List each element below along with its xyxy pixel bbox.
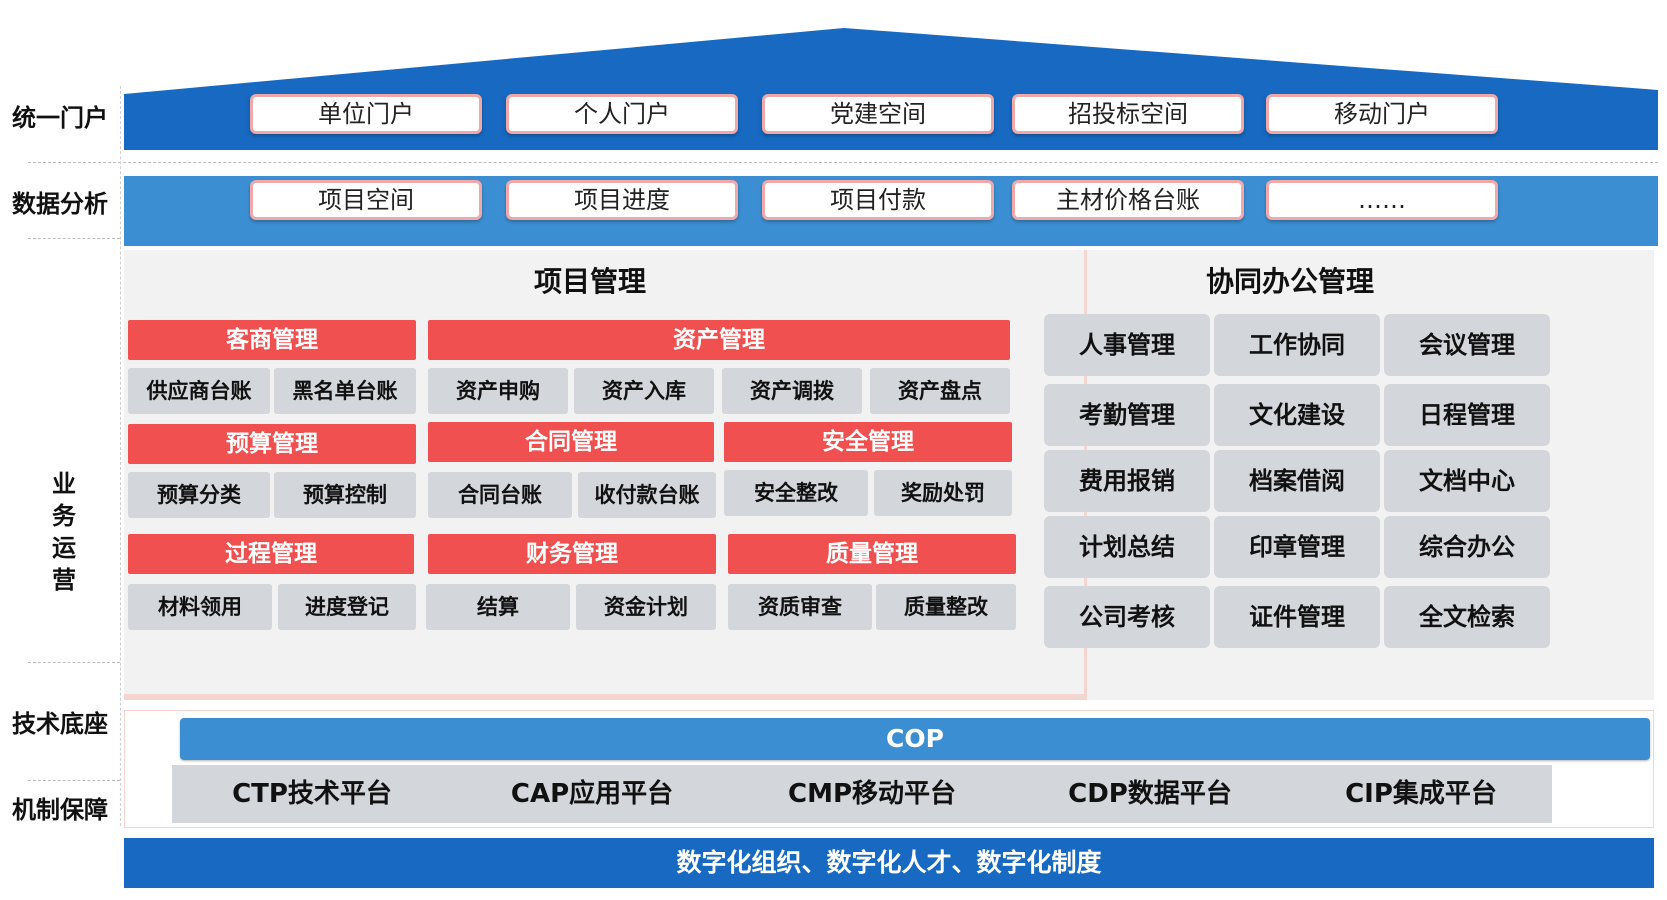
module-item[interactable]: 进度登记 (278, 584, 416, 630)
analysis-item[interactable]: 项目进度 (506, 180, 738, 220)
portal-item[interactable]: 招投标空间 (1012, 94, 1244, 134)
module-item[interactable]: 资产入库 (574, 368, 714, 414)
separator (28, 780, 120, 781)
cop-bar[interactable]: COP (180, 718, 1650, 760)
analysis-item[interactable]: 项目空间 (250, 180, 482, 220)
collab-item[interactable]: 全文检索 (1384, 586, 1550, 648)
module-item[interactable]: 合同台账 (428, 472, 572, 518)
collab-item[interactable]: 综合办公 (1384, 516, 1550, 578)
module-item[interactable]: 收付款台账 (578, 472, 716, 518)
collab-item[interactable]: 人事管理 (1044, 314, 1210, 376)
collab-item[interactable]: 会议管理 (1384, 314, 1550, 376)
analysis-item[interactable]: 主材价格台账 (1012, 180, 1244, 220)
business-bottom-edge (124, 694, 1084, 700)
platform-cap[interactable]: CAP应用平台 (452, 765, 732, 823)
platform-ctp[interactable]: CTP技术平台 (172, 765, 452, 823)
category-budget[interactable]: 预算管理 (128, 424, 416, 464)
separator (28, 662, 120, 663)
category-finance[interactable]: 财务管理 (428, 534, 716, 574)
row-label-tech: 技术底座 (12, 710, 108, 738)
category-process[interactable]: 过程管理 (128, 534, 414, 574)
category-quality[interactable]: 质量管理 (728, 534, 1016, 574)
portal-item[interactable]: 单位门户 (250, 94, 482, 134)
row-label-mechanism: 机制保障 (12, 796, 108, 824)
category-customer[interactable]: 客商管理 (128, 320, 416, 360)
separator (120, 86, 121, 826)
category-safety[interactable]: 安全管理 (724, 422, 1012, 462)
module-item[interactable]: 供应商台账 (128, 368, 270, 414)
module-item[interactable]: 质量整改 (876, 584, 1016, 630)
collab-item[interactable]: 档案借阅 (1214, 450, 1380, 512)
module-item[interactable]: 奖励处罚 (874, 470, 1012, 516)
portal-item[interactable]: 移动门户 (1266, 94, 1498, 134)
category-contract[interactable]: 合同管理 (428, 422, 714, 462)
separator (28, 162, 1658, 163)
platform-cdp[interactable]: CDP数据平台 (1010, 765, 1290, 823)
analysis-item[interactable]: …… (1266, 180, 1498, 220)
collab-item[interactable]: 证件管理 (1214, 586, 1380, 648)
module-item[interactable]: 结算 (426, 584, 570, 630)
collab-item[interactable]: 计划总结 (1044, 516, 1210, 578)
platform-cip[interactable]: CIP集成平台 (1290, 765, 1552, 823)
portal-item[interactable]: 个人门户 (506, 94, 738, 134)
collab-item[interactable]: 文化建设 (1214, 384, 1380, 446)
platform-cmp[interactable]: CMP移动平台 (732, 765, 1012, 823)
module-item[interactable]: 资产申购 (428, 368, 568, 414)
collab-item[interactable]: 费用报销 (1044, 450, 1210, 512)
collab-item[interactable]: 印章管理 (1214, 516, 1380, 578)
separator (28, 238, 120, 239)
module-item[interactable]: 资产盘点 (870, 368, 1010, 414)
mechanism-bar: 数字化组织、数字化人才、数字化制度 (124, 838, 1654, 888)
module-item[interactable]: 材料领用 (128, 584, 272, 630)
module-item[interactable]: 预算控制 (274, 472, 416, 518)
module-item[interactable]: 资产调拨 (722, 368, 862, 414)
row-label-business: 业务运营 (52, 470, 76, 594)
module-item[interactable]: 资质审查 (728, 584, 872, 630)
portal-item[interactable]: 党建空间 (762, 94, 994, 134)
category-asset[interactable]: 资产管理 (428, 320, 1010, 360)
tech-frame (124, 710, 1654, 828)
collab-item[interactable]: 文档中心 (1384, 450, 1550, 512)
roof-shape (124, 28, 1658, 96)
module-item[interactable]: 预算分类 (128, 472, 270, 518)
collab-item[interactable]: 考勤管理 (1044, 384, 1210, 446)
row-label-portal: 统一门户 (12, 104, 108, 132)
module-item[interactable]: 安全整改 (724, 470, 868, 516)
row-label-analysis: 数据分析 (12, 190, 108, 218)
project-mgmt-title: 项目管理 (533, 265, 646, 298)
collab-item[interactable]: 日程管理 (1384, 384, 1550, 446)
analysis-item[interactable]: 项目付款 (762, 180, 994, 220)
collab-mgmt-title: 协同办公管理 (1205, 265, 1374, 298)
collab-item[interactable]: 工作协同 (1214, 314, 1380, 376)
module-item[interactable]: 黑名单台账 (274, 368, 416, 414)
collab-item[interactable]: 公司考核 (1044, 586, 1210, 648)
module-item[interactable]: 资金计划 (576, 584, 716, 630)
